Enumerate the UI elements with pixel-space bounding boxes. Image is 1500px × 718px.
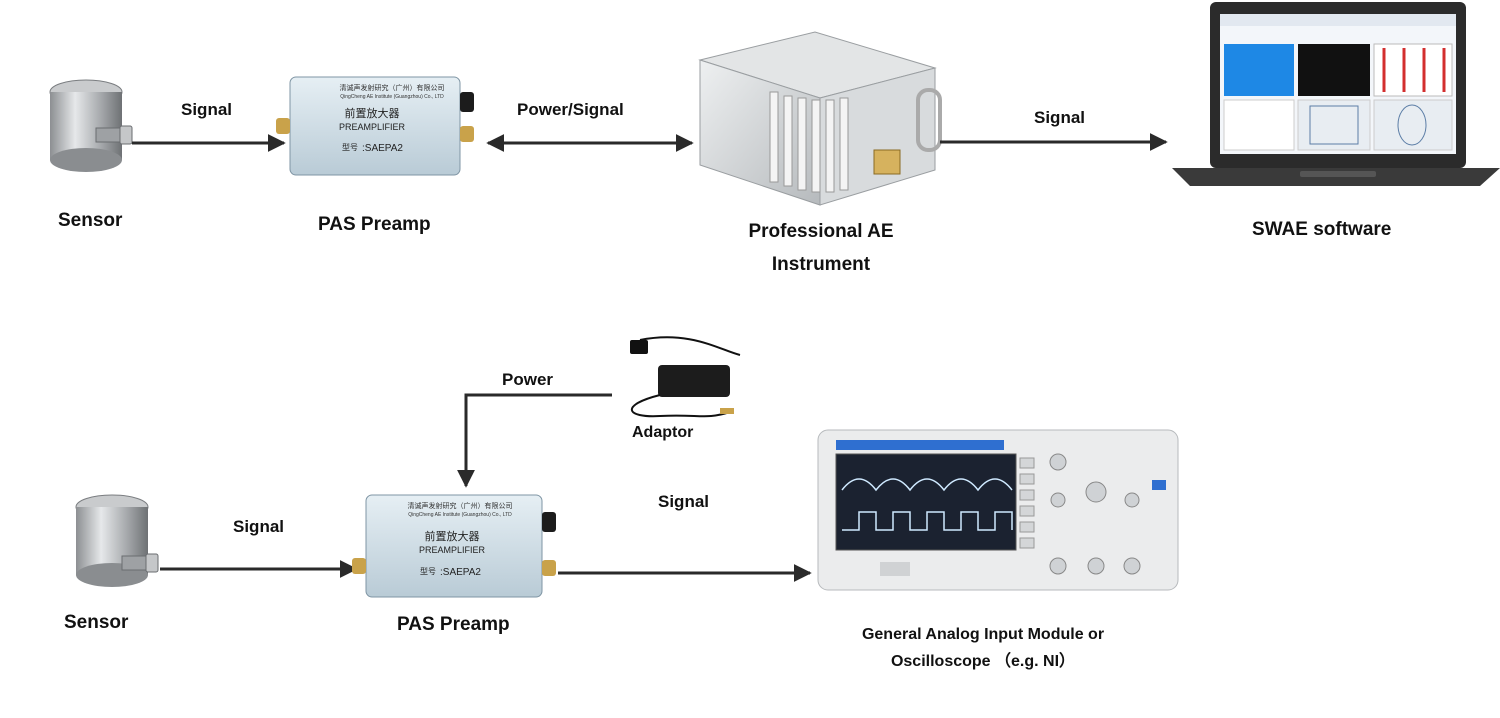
preamp-company-cn: 清诚声发射研究（广州）有限公司: [340, 83, 445, 92]
preamp-title-cn: 前置放大器: [345, 106, 400, 120]
laptop-image: [1172, 2, 1500, 186]
scope-trace-lower: [842, 511, 1013, 531]
module-label-line1: General Analog Input Module or: [861, 626, 1105, 643]
power-label: Power: [502, 370, 554, 389]
preamp-model-value: :SAEPA2: [440, 567, 481, 578]
module-label: General Analog Input Module or Oscillosc…: [862, 621, 1104, 675]
preamp-image: 清诚声发射研究（广州）有限公司 QingCheng AE Institute (…: [276, 76, 474, 176]
power-signal-label: Power/Signal: [517, 100, 624, 119]
preamp-label: PAS Preamp: [397, 614, 510, 635]
instrument-label-line1: Professional AE: [748, 221, 894, 242]
preamp-model-value: :SAEPA2: [362, 143, 403, 154]
preamp-title-en: PREAMPLIFIER: [419, 545, 486, 555]
module-label-line2: Oscilloscope （e.g. NI）: [890, 653, 1076, 670]
preamp-signal-label: Signal: [658, 492, 710, 511]
software-label: SWAE software: [1252, 219, 1392, 240]
sensor-signal-label: Signal: [181, 100, 233, 119]
instrument-label: Professional AE Instrument: [748, 215, 893, 281]
instrument-label-line2: Instrument: [771, 254, 871, 275]
preamp-model-cn: 型号: [420, 567, 436, 576]
preamp-company-cn: 清诚声发射研究（广州）有限公司: [408, 501, 513, 510]
sensor-signal-label: Signal: [233, 517, 285, 536]
preamp-label: PAS Preamp: [318, 214, 431, 235]
scope-trace-upper: [841, 478, 1013, 492]
adaptor-image: [630, 336, 741, 418]
ae-instrument-image: [698, 31, 942, 206]
sensor-image: [75, 494, 159, 587]
sensor-label: Sensor: [58, 210, 123, 231]
sensor-label: Sensor: [64, 612, 129, 633]
preamp-title-cn: 前置放大器: [425, 529, 480, 543]
preamp-company-en: QingCheng AE Institute (Guangzhou) Co., …: [340, 94, 444, 100]
preamp-title-en: PREAMPLIFIER: [339, 122, 406, 132]
scope-trace: [841, 478, 1013, 531]
power-line: [457, 393, 612, 488]
adaptor-label: Adaptor: [632, 424, 694, 441]
preamp-image: 清诚声发射研究（广州）有限公司 QingCheng AE Institute (…: [352, 494, 556, 598]
sensor-image: [49, 79, 133, 172]
preamp-model-cn: 型号: [342, 143, 358, 152]
oscilloscope-image: [817, 429, 1179, 591]
instrument-signal-label: Signal: [1034, 108, 1086, 127]
preamp-company-en: QingCheng AE Institute (Guangzhou) Co., …: [408, 512, 512, 518]
